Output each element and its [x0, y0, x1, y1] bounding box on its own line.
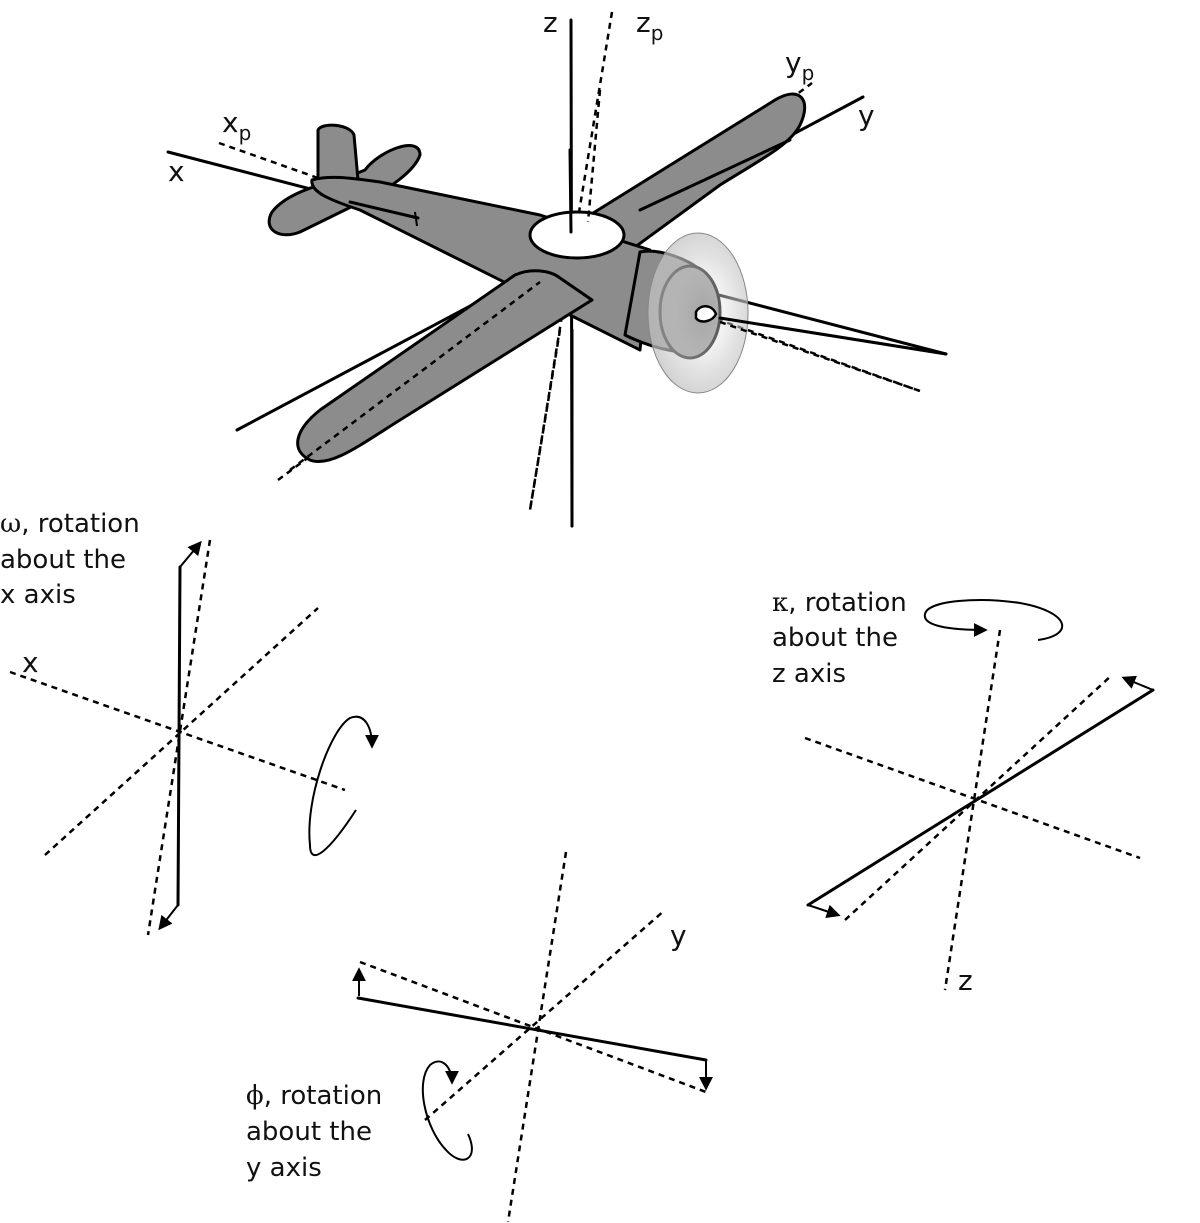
omega-z-axis-rotated-line: [146, 539, 212, 936]
yp-axis-label: yp: [785, 46, 814, 85]
right-wing-shape: [588, 92, 807, 260]
xp-axis-label: xp: [222, 106, 251, 145]
kappa-top-arrow: [1121, 675, 1154, 691]
omega-bottom-arrow: [158, 904, 179, 931]
omega-caption-line-3: x axis: [0, 580, 76, 610]
kappa-panel: z κ, rotation about the z axis: [772, 588, 1155, 997]
phi-caption-line-3: y axis: [246, 1153, 322, 1183]
phi-panel: y ϕ, rotation about the y axis: [246, 851, 713, 1223]
airplane-figure: x y z xp yp zp: [166, 6, 948, 528]
yp-axis-wing-line: [289, 281, 541, 471]
phi-y-axis-line: [424, 909, 666, 1121]
omega-top-arrow: [179, 540, 202, 568]
tail-tick-mark: [414, 211, 418, 227]
y-axis-label: y: [858, 99, 875, 132]
tail-fin-shape: [316, 123, 360, 187]
phi-caption-line-1: ϕ, rotation: [246, 1081, 382, 1111]
canopy-shape: [528, 210, 626, 260]
z-axis-label: z: [543, 6, 558, 39]
omega-caption-line-1: ω, rotation: [0, 509, 140, 539]
phi-z-axis-line: [506, 851, 568, 1223]
kappa-x-axis-line: [804, 736, 1141, 860]
phi-rotation-arrow: [421, 1060, 473, 1161]
kappa-axis-label: z: [958, 964, 973, 997]
kappa-y-axis-solid-line: [806, 688, 1155, 907]
phi-x-axis-solid-line: [356, 996, 708, 1062]
phi-axis-label: y: [670, 919, 687, 952]
omega-x-axis-line: [9, 670, 346, 792]
left-wing-shape: [296, 269, 594, 463]
kappa-caption-line-2: about the: [772, 623, 898, 653]
z-axis-upper-line: [568, 148, 573, 234]
omega-rotation-arrow: [308, 715, 379, 857]
omega-caption-line-2: about the: [0, 545, 126, 575]
phi-x-axis-rotated-line: [359, 960, 707, 1094]
zp-axis-upper-line: [586, 89, 602, 223]
y-axis-wing-line: [638, 138, 792, 212]
zp-axis-lower-line: [528, 329, 562, 511]
kappa-y-axis-rotated-line: [844, 674, 1113, 921]
zp-axis-line: [528, 11, 614, 511]
kappa-rotation-arrow: [923, 599, 1064, 641]
zp-axis-label: zp: [636, 6, 663, 45]
x-axis-label: x: [168, 155, 185, 188]
kappa-z-axis-line: [943, 629, 1002, 991]
x-axis-front-line: [718, 316, 948, 356]
phi-caption-line-2: about the: [246, 1117, 372, 1147]
xp-axis-front-line: [719, 320, 921, 393]
kappa-caption-line-1: κ, rotation: [772, 588, 907, 618]
spinner-shape: [694, 305, 718, 323]
kappa-bottom-arrow: [807, 904, 841, 919]
omega-panel: x ω, rotation about the x axis: [0, 509, 379, 936]
x-axis-tail-line: [348, 200, 420, 220]
kappa-caption-line-3: z axis: [772, 659, 846, 689]
omega-axis-label: x: [22, 646, 39, 679]
